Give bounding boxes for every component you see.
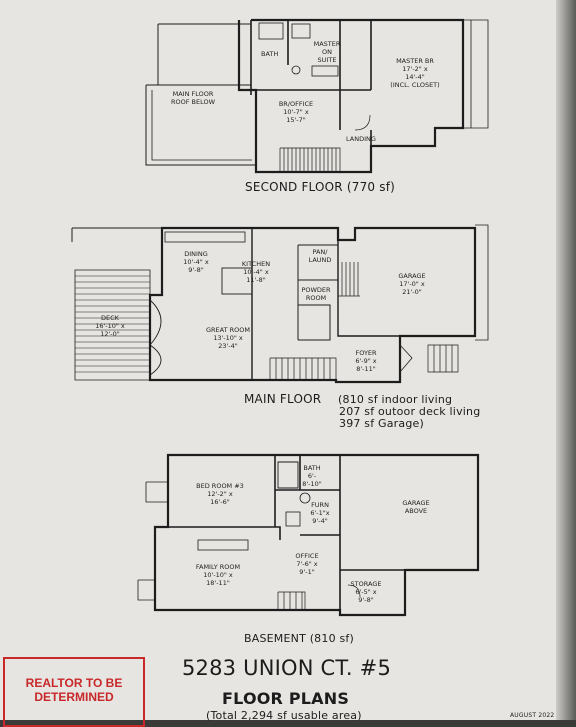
sheet-edge-shadow <box>556 0 576 720</box>
mf-foyer-line2: 6'-9" x <box>355 357 376 365</box>
realtor-box: REALTOR TO BE DETERMINED <box>3 657 145 727</box>
bs-bedroom3-line3: 16'-6" <box>210 498 230 506</box>
mf-kitchen-line1: KITCHEN <box>242 260 270 268</box>
mf-kitchen-line2: 10'-4" x <box>243 268 269 276</box>
total-area-note: (Total 2,294 sf usable area) <box>206 709 362 722</box>
main-floor-plan: DINING 10'-4" x 9'-8" KITCHEN 10'-4" x 1… <box>71 224 489 384</box>
main-floor-caption-title: MAIN FLOOR <box>244 392 322 406</box>
sf-br-office-line1: BR/OFFICE <box>279 100 313 108</box>
mf-dining-line1: DINING <box>184 250 208 258</box>
bs-furn-line2: 6'-1"x <box>310 509 329 517</box>
mf-deck-line2: 16'-10" x <box>95 322 125 330</box>
bs-bedroom3-line2: 12'-2" x <box>207 490 233 498</box>
mf-dining-line3: 9'-8" <box>188 266 203 274</box>
sf-master-suite-line3: SUITE <box>318 56 337 64</box>
mf-great-room-line3: 23'-4" <box>218 342 238 350</box>
bs-furn-line1: FURN <box>311 501 329 509</box>
bs-storage-line2: 6'-5" x <box>355 588 376 596</box>
bs-office-line1: OFFICE <box>295 552 318 560</box>
sf-master-br-line4: (INCL. CLOSET) <box>390 81 439 89</box>
realtor-line1: REALTOR TO BE <box>25 676 123 690</box>
mf-great-room-line2: 13'-10" x <box>213 334 243 342</box>
bs-bath-line2: 6'- <box>308 472 317 480</box>
mf-garage-line3: 21'-0" <box>402 288 422 296</box>
bs-furn-line3: 9'-4" <box>312 517 327 525</box>
main-floor-caption-line3: 397 sf Garage) <box>339 417 424 430</box>
mf-pan-laund-line1: PAN/ <box>312 248 328 256</box>
bs-family-room-line2: 10'-10" x <box>203 571 233 579</box>
mf-pan-laund-line2: LAUND <box>309 256 332 264</box>
main-floor-caption-line1: (810 sf indoor living <box>338 393 453 406</box>
basement-plan: BED ROOM #3 12'-2" x 16'-6" BATH 6'- 8'-… <box>137 453 480 617</box>
bs-bath-line1: BATH <box>303 464 320 472</box>
sf-br-office-line2: 10'-7" x <box>283 108 309 116</box>
sf-bath-label: BATH <box>261 50 278 58</box>
mf-kitchen-line3: 11'-8" <box>246 276 266 284</box>
sf-landing-label: LANDING <box>346 135 376 143</box>
corner-date-note: AUGUST 2022 <box>510 712 555 719</box>
sf-master-suite-line2: ON <box>322 48 332 56</box>
sf-roof-line2: ROOF BELOW <box>171 98 216 106</box>
bs-garage-above-line1: GARAGE <box>402 499 429 507</box>
address-title: 5283 UNION CT. #5 <box>182 656 392 680</box>
second-floor-plan: BATH MASTER ON SUITE MASTER BR 17'-2" x … <box>145 18 489 174</box>
mf-deck-line1: DECK <box>101 314 120 322</box>
bs-bedroom3-line1: BED ROOM #3 <box>196 482 244 490</box>
bs-garage-above-line2: ABOVE <box>405 507 427 515</box>
sf-master-br-line1: MASTER BR <box>396 57 434 65</box>
bs-family-room-line3: 18'-11" <box>206 579 230 587</box>
mf-powder-line1: POWDER <box>301 286 331 294</box>
sf-br-office-line3: 15'-7" <box>286 116 306 124</box>
mf-foyer-line3: 8'-11" <box>356 365 376 373</box>
bs-storage-line3: 9'-8" <box>358 596 373 604</box>
mf-foyer-line1: FOYER <box>355 349 377 357</box>
bs-bath-line3: 8'-10" <box>302 480 322 488</box>
mf-garage-line1: GARAGE <box>398 272 425 280</box>
mf-powder-line2: ROOM <box>306 294 326 302</box>
bs-storage-line1: STORAGE <box>351 580 382 588</box>
main-floor-caption-line2: 207 sf outoor deck living <box>339 405 481 418</box>
bs-family-room-line1: FAMILY ROOM <box>196 563 240 571</box>
realtor-line2: DETERMINED <box>34 690 114 704</box>
sf-master-br-line2: 17'-2" x <box>402 65 428 73</box>
mf-great-room-line1: GREAT ROOM <box>206 326 250 334</box>
mf-deck-line3: 12'-0" <box>100 330 120 338</box>
sf-master-suite-line1: MASTER <box>314 40 341 48</box>
bs-office-line2: 7'-6" x <box>296 560 317 568</box>
mf-dining-line2: 10'-4" x <box>183 258 209 266</box>
bs-office-line3: 9'-1" <box>299 568 314 576</box>
second-floor-caption: SECOND FLOOR (770 sf) <box>245 180 396 194</box>
sf-master-br-line3: 14'-4" <box>405 73 425 81</box>
floor-plans-subtitle: FLOOR PLANS <box>222 689 350 708</box>
sf-roof-line1: MAIN FLOOR <box>173 90 214 98</box>
basement-caption: BASEMENT (810 sf) <box>244 632 354 645</box>
mf-garage-line2: 17'-0" x <box>399 280 425 288</box>
